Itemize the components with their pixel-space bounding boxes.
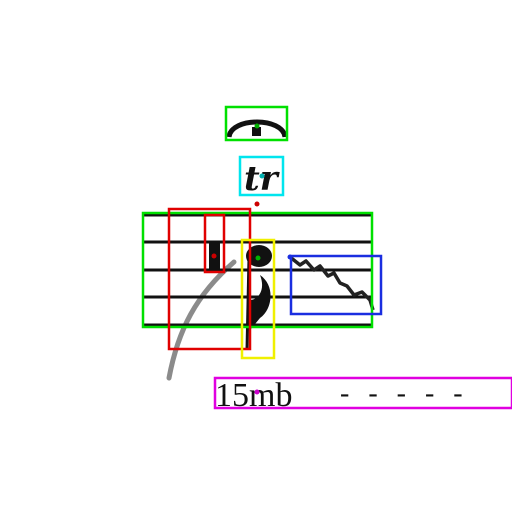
rest-marker (211, 253, 217, 259)
wavy-line (288, 255, 375, 311)
ottava-marker (254, 389, 260, 395)
ottava-box (213, 376, 512, 410)
ottava-dashes: - - - - - (340, 378, 469, 409)
fermata-marker (254, 123, 260, 129)
trill-box (238, 155, 285, 197)
wavy-marker (287, 254, 293, 260)
note-marker (255, 255, 261, 261)
note-box (240, 238, 276, 360)
wavy-line-box (289, 254, 383, 316)
staff-box (141, 211, 374, 329)
slur-box (167, 207, 252, 351)
fermata-symbol (226, 119, 288, 138)
staff-top-marker (254, 201, 260, 207)
fermata-box (224, 105, 289, 142)
note-stem (245, 257, 251, 351)
staff (143, 213, 372, 327)
trill-marker (259, 173, 265, 179)
rest-box (203, 213, 226, 274)
markers (211, 123, 293, 395)
note-flag (250, 275, 271, 330)
slur-arc (166, 259, 237, 381)
trill-text: tr (244, 159, 280, 199)
